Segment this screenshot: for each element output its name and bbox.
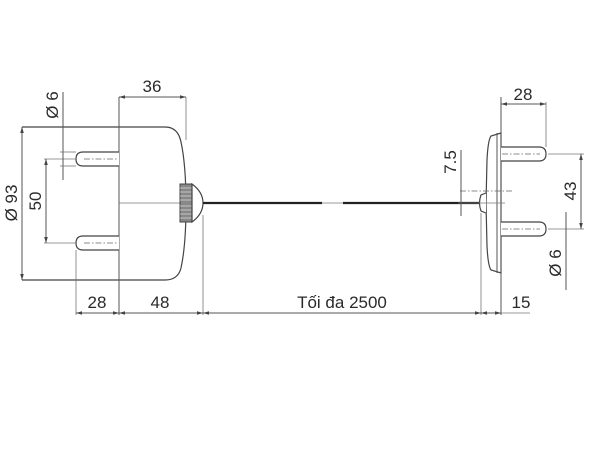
left-unit	[22, 97, 204, 315]
dim-cable-length: Tối đa 2500	[297, 293, 387, 312]
left-top-pin	[75, 151, 119, 167]
dim-pin-diameter-left: Ø 6	[43, 91, 62, 118]
dim-pin-spacing-right: 43	[561, 182, 580, 201]
right-top-pin	[501, 146, 547, 162]
dimension-labels: 36 Ø 93 50 Ø 6 28 48 Tối đa 2500 15 28 4…	[2, 77, 580, 312]
dim-knob-offset: 48	[151, 293, 170, 312]
left-bottom-pin	[75, 235, 119, 251]
dim-body-diameter: Ø 93	[2, 185, 21, 222]
dimension-lines	[20, 92, 584, 315]
dim-pin-diameter-right: Ø 6	[546, 249, 565, 276]
dim-pin-length-right: 28	[514, 85, 533, 104]
left-body-housing	[22, 126, 187, 281]
left-knob	[179, 182, 204, 224]
right-unit	[458, 97, 547, 315]
dim-pin-spacing-left: 50	[26, 192, 45, 211]
dim-body-depth: 36	[143, 77, 162, 96]
dim-cable-height: 7.5	[441, 150, 460, 174]
right-bottom-pin	[501, 221, 547, 237]
dim-plate-thickness: 15	[512, 293, 531, 312]
dim-pin-length-left: 28	[88, 293, 107, 312]
